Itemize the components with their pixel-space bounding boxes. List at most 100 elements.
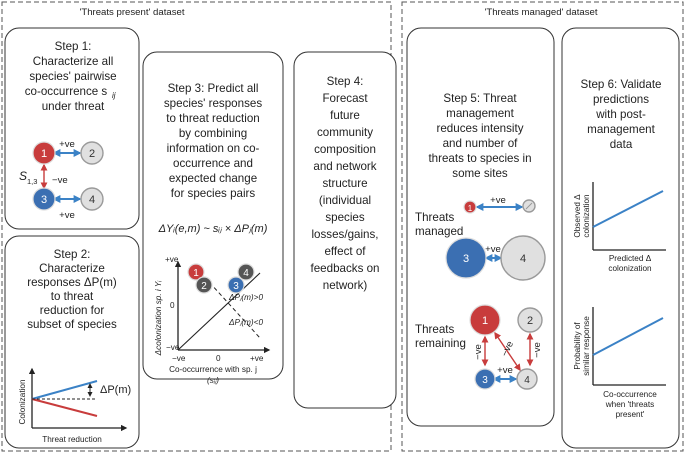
svg-text:3: 3 <box>463 253 469 265</box>
svg-text:when 'threats: when 'threats <box>605 400 654 409</box>
step6-text: Step 6: Validate predictions with post- … <box>581 78 662 151</box>
svg-text:reduction for: reduction for <box>40 304 105 317</box>
svg-text:present': present' <box>616 410 645 419</box>
svg-text:future: future <box>330 109 360 122</box>
step5-text: Step 5: Threat management reduces intens… <box>428 92 531 180</box>
svg-text:Step 3: Predict all: Step 3: Predict all <box>168 82 259 95</box>
svg-text:+ve: +ve <box>485 244 501 255</box>
svg-text:species' pairwise: species' pairwise <box>29 70 116 83</box>
managed-species-3 <box>445 237 487 279</box>
svg-text:expected change: expected change <box>169 172 257 185</box>
svg-text:colonization: colonization <box>582 194 591 238</box>
svg-text:Colonization: Colonization <box>18 379 27 425</box>
step6-box <box>561 27 680 449</box>
svg-text:4: 4 <box>524 375 530 386</box>
svg-text:ΔP(m): ΔP(m) <box>100 384 131 396</box>
svg-text:for species pairs: for species pairs <box>171 187 256 200</box>
svg-text:+ve: +ve <box>250 354 264 363</box>
svg-text:Co-occurrence with sp. j: Co-occurrence with sp. j <box>169 365 257 374</box>
svg-text:(individual: (individual <box>319 194 371 207</box>
svg-text:+ve: +ve <box>59 210 75 221</box>
svg-text:0: 0 <box>170 301 175 310</box>
species-3-node <box>32 187 56 211</box>
step2-text: Step 2: Characterize responses ΔP(m) to … <box>27 248 117 331</box>
species-4-node <box>80 187 104 211</box>
step3-chart: +ve 0 −ve −ve 0 +ve Δcolonization sp. i … <box>154 255 271 385</box>
step1-network: +ve +ve −ve S 1,3 1 2 3 4 <box>19 139 104 221</box>
svg-text:1: 1 <box>482 315 488 327</box>
remaining-species-4 <box>516 368 538 390</box>
svg-text:Step 4:: Step 4: <box>327 75 364 88</box>
svg-text:4: 4 <box>243 268 249 279</box>
svg-text:Δcolonization sp. i Yᵢ: Δcolonization sp. i Yᵢ <box>154 280 163 357</box>
svg-text:network): network) <box>323 279 368 292</box>
svg-text:−ve: −ve <box>532 342 543 358</box>
svg-text:Co-occurrence: Co-occurrence <box>603 390 657 399</box>
svg-text:similar response: similar response <box>582 316 591 376</box>
svg-text:structure: structure <box>322 177 367 190</box>
svg-text:data: data <box>610 138 633 151</box>
svg-text:responses ΔP(m): responses ΔP(m) <box>27 276 117 289</box>
svg-text:and number of: and number of <box>443 137 519 150</box>
svg-text:ΔPⱼ(m)<0: ΔPⱼ(m)<0 <box>228 318 263 327</box>
svg-text:2: 2 <box>527 315 533 327</box>
svg-text:Observed Δ: Observed Δ <box>573 194 582 238</box>
threats-remaining-network: Threats remaining −ve −ve −ve +ve 1 2 3 … <box>415 304 543 390</box>
step3-species-4 <box>237 263 255 281</box>
svg-text:losses/gains,: losses/gains, <box>311 228 378 241</box>
step3-species-2 <box>195 276 213 294</box>
step4-box <box>293 51 397 409</box>
svg-text:Threat reduction: Threat reduction <box>42 435 102 444</box>
svg-text:Step 5: Threat: Step 5: Threat <box>443 92 517 105</box>
species-1-node <box>32 141 56 165</box>
managed-species-1 <box>463 200 477 214</box>
svg-text:3: 3 <box>482 375 488 386</box>
svg-text:+ve: +ve <box>59 139 75 150</box>
step2-box <box>4 235 140 449</box>
threats-managed-network: Threats managed +ve +ve 1 3 4 <box>415 195 546 281</box>
svg-text:management: management <box>446 107 514 120</box>
svg-text:2: 2 <box>89 148 95 160</box>
step3-formula: ΔYᵢ(e,m) ~ sᵢⱼ × ΔPⱼ(m) <box>158 223 268 235</box>
svg-text:reduces intensity: reduces intensity <box>437 122 524 135</box>
svg-text:to threat: to threat <box>51 290 94 303</box>
svg-text:threats to species in: threats to species in <box>428 152 531 165</box>
svg-text:−ve: −ve <box>473 344 484 360</box>
svg-text:and network: and network <box>313 160 376 173</box>
step6-chart-cooccurrence: Probability of similar response Co-occur… <box>573 307 666 419</box>
svg-text:ΔPⱼ(m)>0: ΔPⱼ(m)>0 <box>228 293 263 302</box>
svg-text:Threats: Threats <box>415 211 455 224</box>
svg-text:3: 3 <box>233 281 239 292</box>
svg-text:co-occurrence s: co-occurrence s <box>25 85 108 98</box>
step3-species-3 <box>227 276 245 294</box>
svg-text:species' responses: species' responses <box>164 97 262 110</box>
threats-managed-frame <box>401 1 684 452</box>
svg-text:1: 1 <box>193 268 199 279</box>
svg-text:(sᵢⱼ): (sᵢⱼ) <box>207 376 219 385</box>
svg-text:with post-: with post- <box>595 108 646 121</box>
svg-text:S: S <box>19 169 27 183</box>
svg-text:3: 3 <box>41 194 47 206</box>
step4-text: Step 4: Forecast future community compos… <box>311 75 380 292</box>
svg-text:0: 0 <box>216 354 221 363</box>
svg-text:under threat: under threat <box>42 100 105 113</box>
svg-text:2: 2 <box>201 281 207 292</box>
svg-text:Characterize: Characterize <box>39 262 105 275</box>
svg-text:Threats: Threats <box>415 323 455 336</box>
svg-text:remaining: remaining <box>415 337 466 350</box>
remaining-species-1 <box>469 304 501 336</box>
svg-text:colonization: colonization <box>608 264 652 273</box>
svg-text:Step 2:: Step 2: <box>54 248 91 261</box>
threats-present-title: 'Threats present' dataset <box>80 7 185 18</box>
svg-text:−ve: −ve <box>52 175 68 186</box>
step6-chart-predicted: Observed Δ colonization Predicted Δ colo… <box>573 182 666 273</box>
svg-text:some sites: some sites <box>452 167 508 180</box>
step3-species-1 <box>187 263 205 281</box>
threats-present-frame <box>1 1 392 452</box>
svg-text:1: 1 <box>41 148 47 160</box>
svg-text:+ve: +ve <box>490 195 506 206</box>
remaining-species-2 <box>517 307 543 333</box>
svg-text:predictions: predictions <box>593 93 649 106</box>
svg-text:managed: managed <box>415 225 463 238</box>
